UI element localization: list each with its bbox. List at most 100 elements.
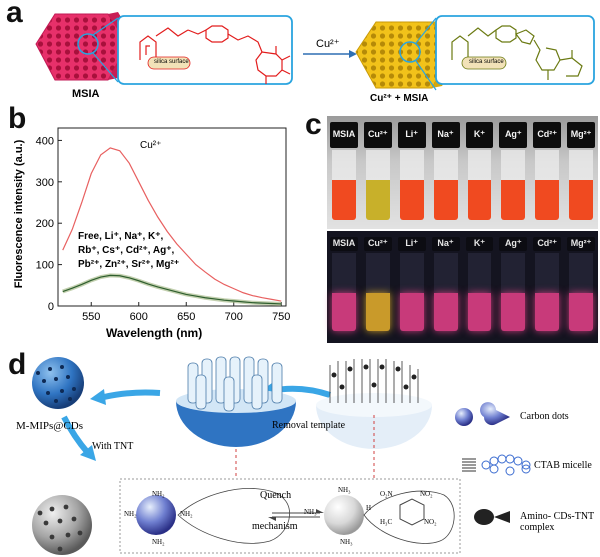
vial-liquid xyxy=(332,293,356,331)
vial-glass xyxy=(569,150,593,180)
x-tick-label-4: 750 xyxy=(272,311,290,323)
y-tick-label-3: 300 xyxy=(36,177,54,189)
vial-6: Cd²⁺ xyxy=(533,122,562,223)
vial-cap xyxy=(499,122,528,148)
vial-label: Na⁺ xyxy=(437,129,454,139)
uv-vial-0: MSIA xyxy=(330,237,358,337)
middle-pores xyxy=(187,356,283,412)
nh2-left: NH₂ xyxy=(124,510,137,518)
vial-3: Na⁺ xyxy=(431,122,460,223)
vial-liquid xyxy=(365,293,390,331)
cu-msia-structure xyxy=(451,25,583,80)
arrow-label: Cu²⁺ xyxy=(316,38,340,50)
vial-label: MSIA xyxy=(332,238,356,248)
vial-glass xyxy=(501,253,526,293)
vial-label: Mg²⁺ xyxy=(570,238,592,248)
vial-glass xyxy=(365,150,390,180)
vial-glass xyxy=(399,150,424,180)
vial-cap xyxy=(431,122,460,148)
series-band-1 xyxy=(62,273,282,306)
tnt-no2-top: NO₂ xyxy=(420,490,433,498)
ctab-micelles xyxy=(329,359,419,403)
vial-glass xyxy=(569,253,593,293)
vial-liquid xyxy=(365,180,390,220)
vial-4: K⁺ xyxy=(465,122,494,223)
series-line-0 xyxy=(62,147,282,302)
cu-peak-label: Cu²⁺ xyxy=(140,140,162,151)
legend-carbon-dots: Carbon dots xyxy=(520,411,569,422)
panel-label-b: b xyxy=(8,102,27,135)
tnt-o2n-label: O₂N xyxy=(380,490,393,498)
vial-cap xyxy=(465,237,494,251)
panel-a-scheme xyxy=(35,12,595,91)
y-axis-label: Fluorescence intensity (a.u.) xyxy=(13,139,25,289)
mechanism-label: mechanism xyxy=(252,521,298,532)
vial-cap xyxy=(533,237,562,251)
vial-glass xyxy=(535,150,560,180)
vial-5: Ag⁺ xyxy=(499,122,528,223)
vial-cap xyxy=(397,122,426,148)
vial-glass xyxy=(399,253,424,293)
vial-label: Cd²⁺ xyxy=(537,238,558,248)
mmips-sphere xyxy=(32,357,84,409)
vial-label: Mg²⁺ xyxy=(570,129,592,139)
vial-liquid xyxy=(535,180,560,220)
y-tick-label-1: 100 xyxy=(36,260,54,272)
plot-frame xyxy=(57,127,287,307)
x-tick-label-0: 550 xyxy=(82,311,100,323)
tnt-no2-right: NO₂ xyxy=(424,518,437,526)
ion-list-line-2: Rb⁺, Cs⁺, Cd²⁺, Ag⁺, xyxy=(78,245,175,256)
nh3-top: NH₃ xyxy=(338,486,351,494)
vial-cap xyxy=(397,237,426,251)
y-tick-label-2: 200 xyxy=(36,218,54,230)
removal-template-label: Removal template xyxy=(272,420,346,431)
vial-glass xyxy=(332,253,356,293)
arrow-to-mmips xyxy=(103,389,161,400)
vial-1: Cu²⁺ xyxy=(363,122,392,223)
vial-cap xyxy=(499,237,528,251)
tnt-ch3-label: H₃C xyxy=(380,518,393,526)
vial-label: Ag⁺ xyxy=(504,238,522,248)
msia-structure xyxy=(139,25,291,84)
vial-0: MSIA xyxy=(330,122,358,223)
with-tnt-label: With TNT xyxy=(92,441,134,452)
cu-msia-structure-box xyxy=(435,15,595,85)
vial-label: K⁺ xyxy=(473,129,486,139)
vial-glass xyxy=(467,150,492,180)
ion-list-line-1: Free, Li⁺, Na⁺, K⁺, xyxy=(78,231,164,242)
uv-vial-4: K⁺ xyxy=(465,237,494,337)
vial-liquid xyxy=(433,180,458,220)
mmips-label: M-MIPs@CDs xyxy=(16,420,83,432)
vial-cap xyxy=(465,122,494,148)
vial-label: Cd²⁺ xyxy=(537,129,558,139)
panel-label-d: d xyxy=(8,348,27,381)
legend-amino-cds-tnt: Amino- CDs-TNT complex xyxy=(520,511,594,533)
uv-vial-1: Cu²⁺ xyxy=(363,237,392,337)
middle-bowl xyxy=(176,401,296,447)
vial-liquid xyxy=(399,180,424,220)
vial-cap xyxy=(533,122,562,148)
cu-msia-label: Cu²⁺ + MSIA xyxy=(370,93,429,104)
legend-ctab-icon xyxy=(462,458,476,472)
vial-cap xyxy=(363,122,392,148)
vial-liquid xyxy=(467,293,492,331)
quenched-cd-dot xyxy=(324,495,364,535)
uv-vial-7: Mg²⁺ xyxy=(567,237,595,337)
vial-label: K⁺ xyxy=(473,238,486,248)
legend-micelle-icon xyxy=(481,454,531,476)
vial-glass xyxy=(501,150,526,180)
h-plus-label: H xyxy=(366,504,372,512)
legend-carbon-dot-icon xyxy=(455,408,473,426)
amino-cd-dot xyxy=(136,495,176,535)
vial-glass xyxy=(433,150,458,180)
vial-label: Ag⁺ xyxy=(504,129,522,139)
vial-cap xyxy=(431,237,460,251)
vial-2: Li⁺ xyxy=(397,122,426,223)
vial-cap xyxy=(363,237,392,251)
vial-label: Li⁺ xyxy=(405,129,419,139)
quench-box xyxy=(119,478,461,554)
panel-label-a: a xyxy=(6,0,23,29)
vial-glass xyxy=(467,253,492,293)
